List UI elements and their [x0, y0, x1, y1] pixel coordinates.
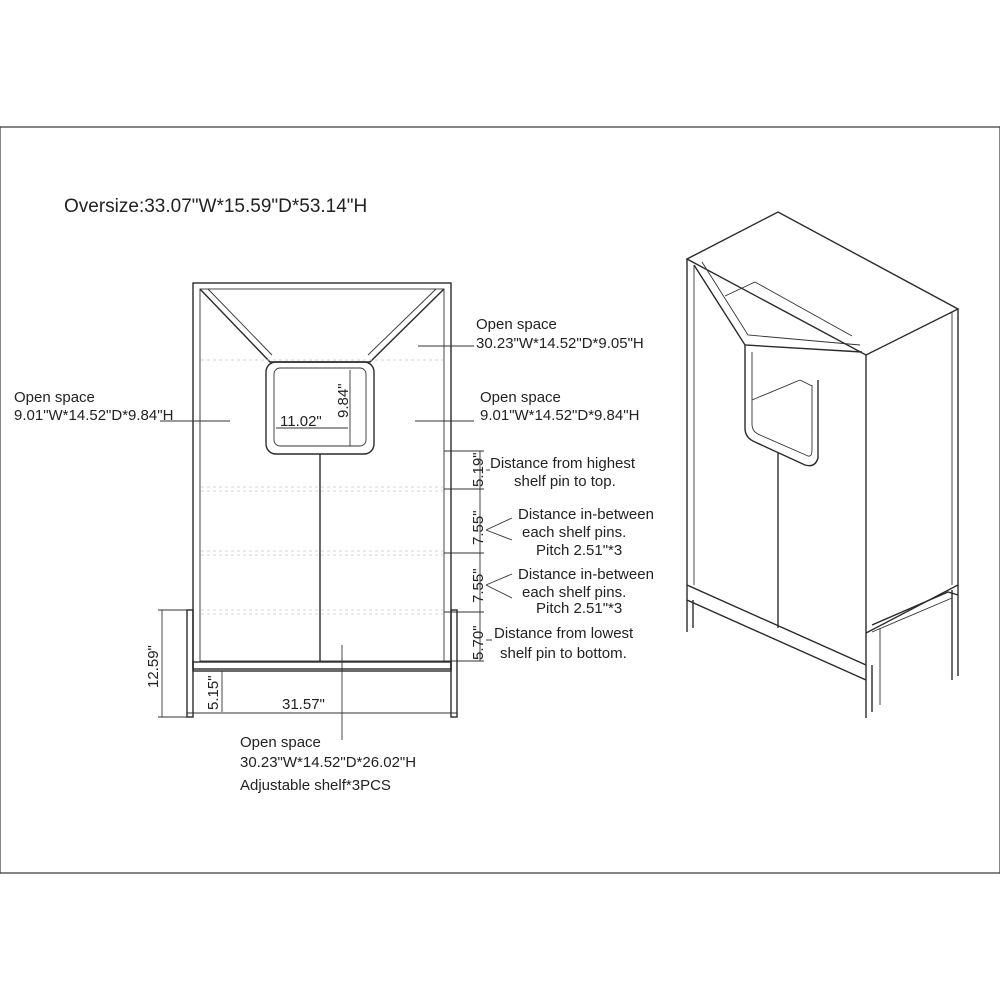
highest-pin-line2: shelf pin to top. [514, 473, 616, 490]
lowest-pin-line2: shelf pin to bottom. [500, 645, 627, 662]
callout-leaders [160, 345, 474, 740]
left-open-title: Open space [14, 389, 95, 406]
bottom-open-dims: 30.23"W*14.52"D*26.02"H [240, 754, 416, 771]
diagram-frame [0, 126, 1000, 874]
leg-height-label: 12.59" [145, 645, 162, 688]
top-bevel-right [367, 288, 437, 356]
right-leg [450, 609, 458, 718]
right-open-dims: 9.01"W*14.52"D*9.84"H [480, 407, 639, 424]
top-compartment-edge [199, 288, 445, 363]
shelf-pin-dimensions: 5.19" 7.55" 7.55" 5.70" [444, 450, 513, 662]
niche-height-label: 9.84" [335, 383, 352, 418]
leg-clearance-label: 5.15" [205, 675, 222, 710]
cabinet-body [192, 282, 452, 670]
top-gap-label: 5.19" [470, 452, 487, 487]
iso-side [865, 309, 959, 634]
between-b-line3: Pitch 2.51"*3 [536, 600, 622, 617]
center-niche [265, 361, 375, 455]
top-open-title: Open space [476, 316, 557, 333]
highest-pin-line1: Distance from highest [490, 455, 636, 472]
front-view [186, 282, 458, 718]
bottom-open-title: Open space [240, 734, 321, 751]
niche-width-label: 11.02" [280, 413, 322, 430]
between-b-line1: Distance in-between [518, 566, 654, 583]
between-a-line2: each shelf pins. [522, 524, 626, 541]
between-b-line2: each shelf pins. [522, 584, 626, 601]
isometric-view [685, 211, 960, 718]
center-niche-inner [273, 367, 367, 447]
left-leg [186, 609, 194, 718]
niche-dimensions: 11.02" 9.84" [276, 370, 356, 447]
top-open-dims: 30.23"W*14.52"D*9.05"H [476, 335, 644, 352]
iso-top [685, 211, 960, 356]
between-a-line1: Distance in-between [518, 506, 654, 523]
cabinet-inner [199, 288, 445, 662]
leg-dimensions: 12.59" 5.15" 31.57" [145, 609, 457, 718]
right-open-title: Open space [480, 389, 561, 406]
iso-front [686, 259, 867, 666]
inner-width-label: 31.57" [282, 696, 325, 713]
between-a-label: 7.55" [470, 510, 487, 545]
between-b-label: 7.55" [470, 568, 487, 603]
lowest-pin-line1: Distance from lowest [494, 625, 634, 642]
bottom-gap-label: 5.70" [470, 625, 487, 660]
oversize-title: Oversize:33.07"W*15.59"D*53.14"H [64, 196, 367, 217]
between-a-line3: Pitch 2.51"*3 [536, 542, 622, 559]
top-bevel-left [207, 288, 273, 356]
bottom-open-shelf: Adjustable shelf*3PCS [240, 777, 391, 794]
left-open-dims: 9.01"W*14.52"D*9.84"H [14, 407, 173, 424]
